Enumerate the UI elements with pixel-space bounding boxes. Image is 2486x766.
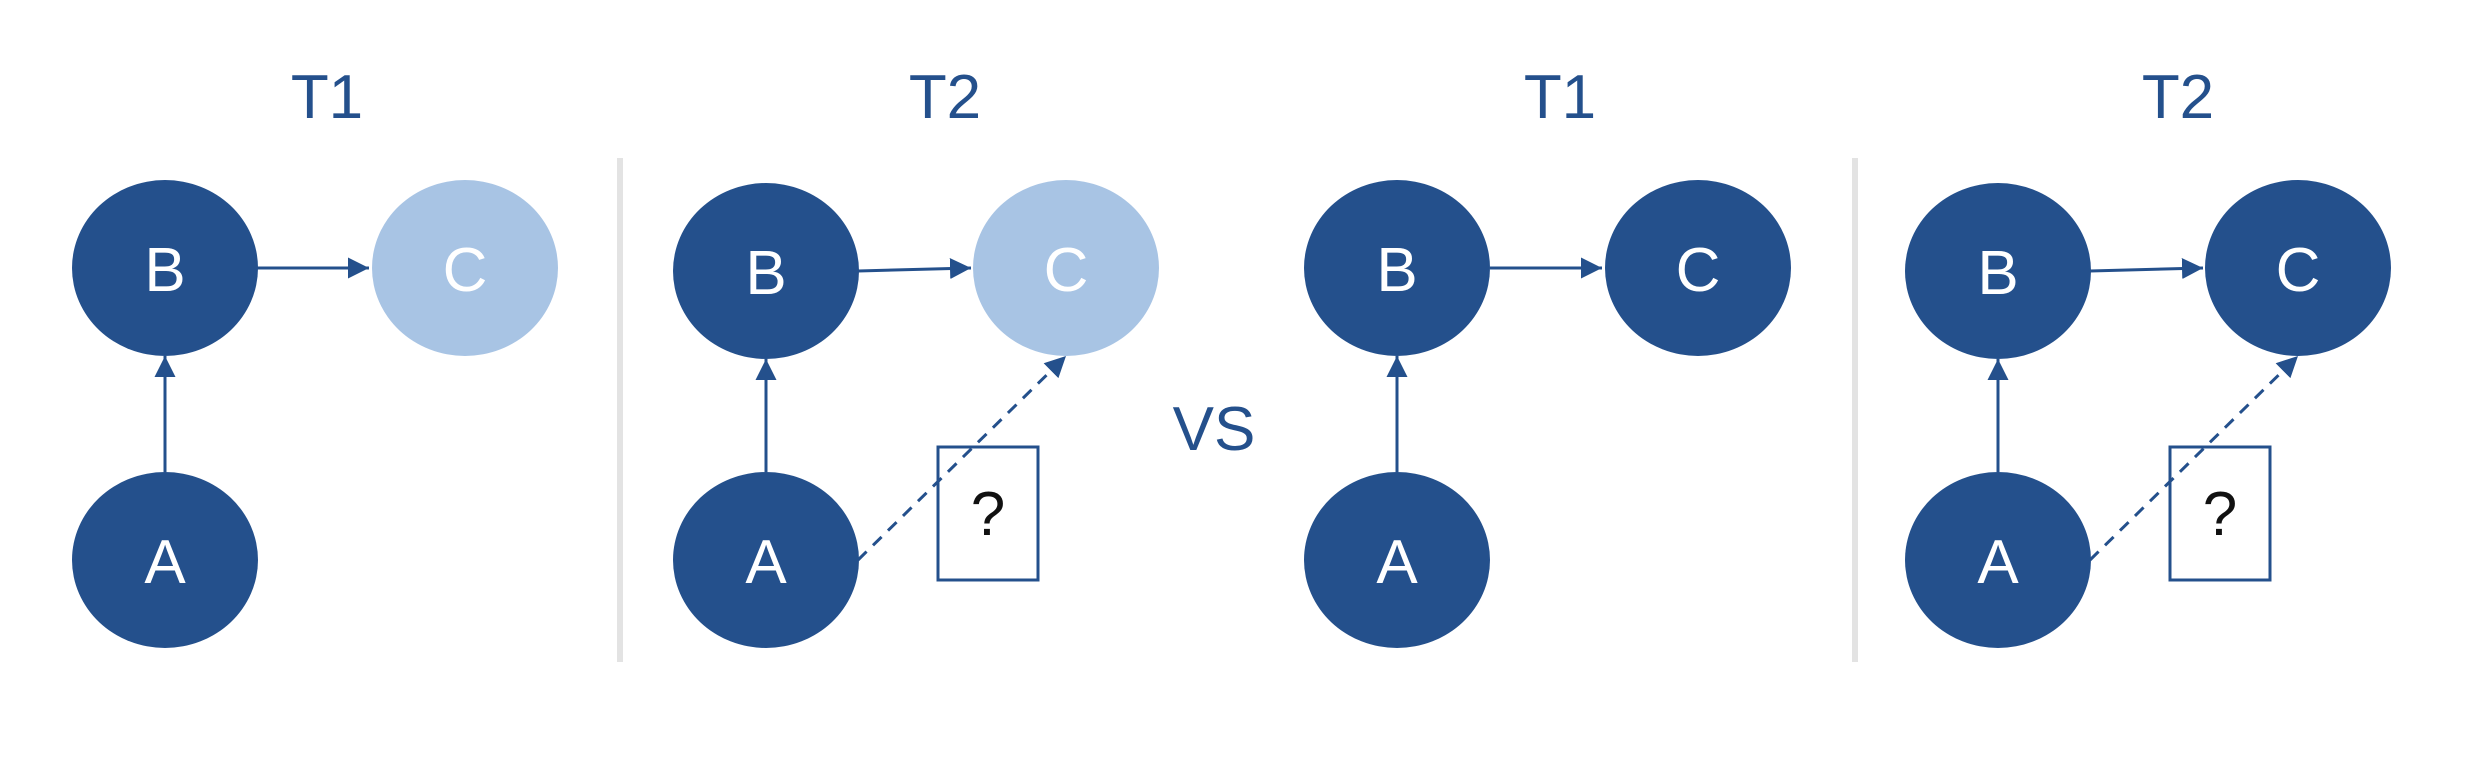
vs-label: VS <box>1173 395 1256 464</box>
panel-4-node-c: C <box>2205 180 2391 356</box>
panel-2-node-c: C <box>973 180 1159 356</box>
panel-1: T1 B C A <box>72 63 558 648</box>
panel-2-edge-a-to-c-dashed <box>856 354 1068 562</box>
panel-1-node-c: C <box>372 180 558 356</box>
panel-4-node-c-label: C <box>2276 236 2321 305</box>
panel-3-node-a: A <box>1304 472 1490 648</box>
panel-4-node-a-label: A <box>1977 528 2019 597</box>
panel-1-title: T1 <box>291 63 363 132</box>
panel-1-node-a-label: A <box>144 528 186 597</box>
panel-4-node-b: B <box>1905 183 2091 359</box>
panel-3: T1 B C A <box>1304 63 1791 648</box>
panel-4-title: T2 <box>2142 63 2214 132</box>
panel-1-node-b-label: B <box>144 236 185 305</box>
panel-1-node-b: B <box>72 180 258 356</box>
panel-2-node-b-label: B <box>745 239 786 308</box>
panel-4-node-b-label: B <box>1977 239 2018 308</box>
panel-3-node-c-label: C <box>1676 236 1721 305</box>
panel-3-node-c: C <box>1605 180 1791 356</box>
panel-4-edge-a-to-c-dashed <box>2088 354 2300 562</box>
panel-1-node-c-label: C <box>443 236 488 305</box>
panel-2-edge-b-to-c <box>857 258 972 280</box>
panel-4-edge-b-to-c <box>2089 258 2204 280</box>
panel-2-node-a-label: A <box>745 528 787 597</box>
panel-2-node-a: A <box>673 472 859 648</box>
panel-2-node-b: B <box>673 183 859 359</box>
panel-3-node-a-label: A <box>1376 528 1418 597</box>
panel-2-title: T2 <box>909 63 981 132</box>
panel-1-node-a: A <box>72 472 258 648</box>
panel-4-unknown-label: ? <box>2203 480 2237 549</box>
panel-3-title: T1 <box>1524 63 1596 132</box>
panel-2-node-c-label: C <box>1044 236 1089 305</box>
panel-2: T2 B C A ? <box>673 63 1159 648</box>
panel-4: T2 B C A ? <box>1905 63 2391 648</box>
panel-4-node-a: A <box>1905 472 2091 648</box>
panel-3-node-b-label: B <box>1376 236 1417 305</box>
panel-3-node-b: B <box>1304 180 1490 356</box>
panel-2-unknown-box <box>936 445 1040 582</box>
panel-2-unknown-label: ? <box>971 480 1005 549</box>
panel-4-unknown-box <box>2168 445 2272 582</box>
